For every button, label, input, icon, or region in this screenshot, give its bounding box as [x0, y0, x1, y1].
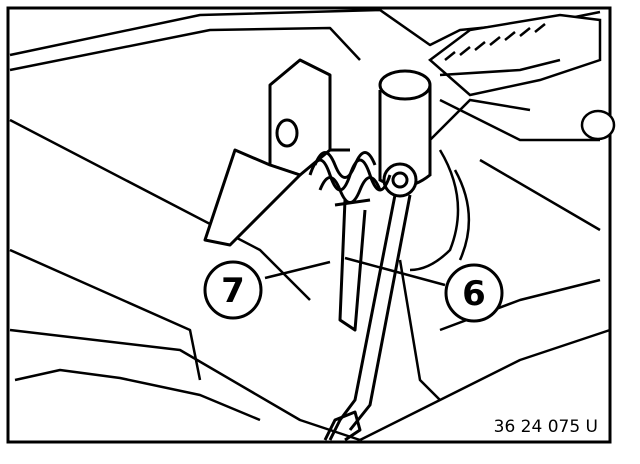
- coil-spring: [308, 148, 392, 207]
- callout-6-label: 6: [462, 274, 486, 314]
- leader-lines: [264, 256, 446, 287]
- gear-segment: [428, 13, 616, 141]
- reference-code: 36 24 075 U: [494, 417, 598, 437]
- callout-7-label: 7: [221, 271, 245, 311]
- spring-lever: [323, 194, 412, 442]
- callout-7: 7: [203, 260, 263, 320]
- cam-part: [409, 98, 531, 272]
- pivot-pin: [378, 69, 432, 198]
- callout-6: 6: [444, 263, 504, 323]
